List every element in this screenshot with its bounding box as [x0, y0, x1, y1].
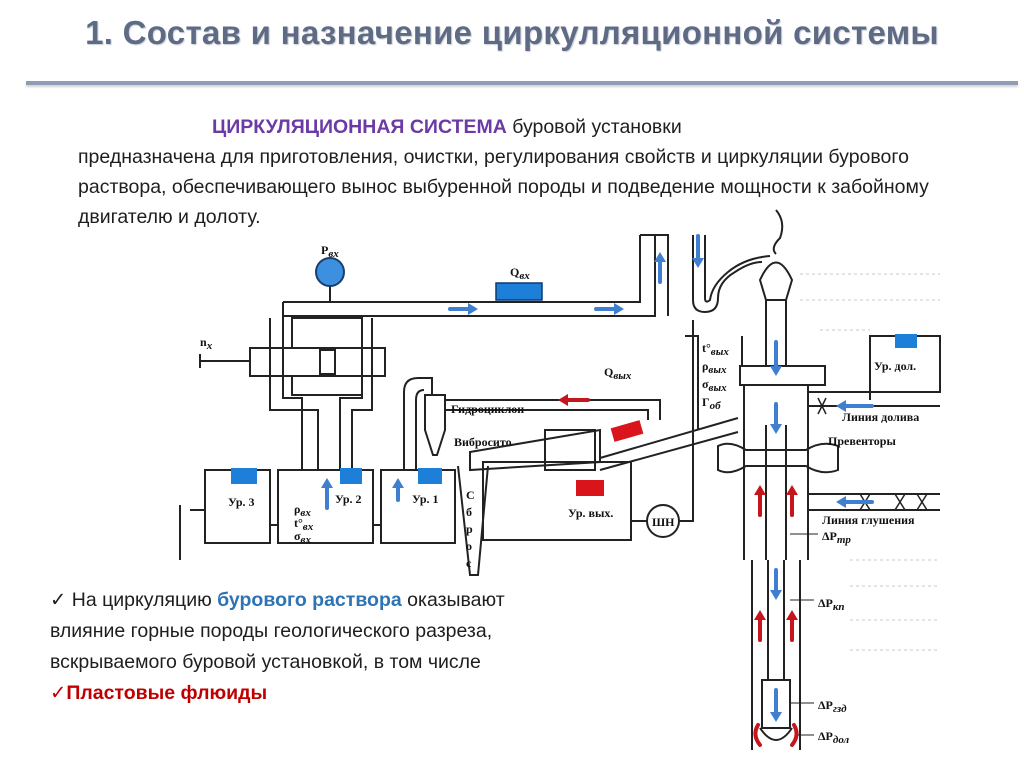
- slide-title: 1. Состав и назначение циркулляционной с…: [85, 14, 939, 51]
- highlight-term: бурового раствора: [217, 589, 402, 611]
- label-param-sigma: σвых: [702, 377, 727, 394]
- label-tank-sigma: σвх: [294, 529, 311, 546]
- label-dp-kp: ΔPкп: [818, 596, 845, 613]
- discharge-letter: р: [466, 522, 473, 536]
- pump-sh-line: [631, 320, 694, 522]
- gooseneck-inner: [704, 235, 771, 303]
- return-arrow: [790, 723, 799, 747]
- label-dp-dol: ΔPдол: [818, 729, 850, 746]
- label-preventers: Превенторы: [828, 434, 896, 448]
- hydrocyclone-feed-inner: [415, 389, 425, 470]
- open-hole: [751, 560, 801, 750]
- fluids-label: Пластовые флюиды: [66, 682, 268, 704]
- kill-line: [808, 493, 940, 511]
- discharge-letter: о: [466, 539, 472, 553]
- gooseneck: [692, 235, 763, 314]
- pump-right-duct: [339, 318, 373, 470]
- derrick-frame: [685, 335, 743, 430]
- bullet-item-fluids: ✓Пластовые флюиды: [50, 678, 610, 709]
- label-q-in: Qвх: [510, 265, 530, 282]
- label-tank-out: Ур. вых.: [568, 506, 613, 520]
- label-discharge: С б р о с: [466, 488, 475, 570]
- bullet-list: ✓ На циркуляцию бурового раствора оказыв…: [50, 585, 610, 709]
- tank-out: [482, 461, 632, 541]
- shaker-screen: [469, 428, 601, 472]
- pump-lower: [291, 375, 363, 396]
- bullet-line: влияние горные породы геологического раз…: [50, 620, 493, 642]
- conductor: [743, 385, 809, 560]
- flowmeter-out-marker: [610, 420, 644, 442]
- rotary-table: [739, 365, 826, 386]
- tank-links: [179, 505, 381, 560]
- label-param-gamma: Гоб: [702, 395, 721, 412]
- piston: [319, 349, 336, 375]
- label-fill-tank: Ур. дол.: [874, 359, 916, 373]
- definition-paragraph: ЦИРКУЛЯЦИОННАЯ СИСТЕМА буровой установки…: [78, 112, 978, 232]
- definition-lead-rest: буровой установки: [506, 116, 682, 138]
- pressure-gauge: [315, 257, 345, 287]
- return-arrow: [753, 723, 762, 747]
- title-divider: [26, 81, 1018, 85]
- hook: [772, 209, 784, 255]
- kelly: [765, 300, 787, 366]
- casing-inner: [765, 425, 787, 560]
- hydrocyclone-feed: [403, 377, 433, 470]
- definition-lead: ЦИРКУЛЯЦИОННАЯ СИСТЕМА буровой установки: [78, 112, 978, 142]
- label-kill-line: Линия глушения: [822, 513, 915, 527]
- discharge-line: [283, 235, 641, 303]
- label-dp-tr: ΔPтр: [822, 529, 851, 546]
- tank-2-marker: [340, 468, 362, 484]
- valve-fill: [817, 397, 827, 415]
- valve-kill-2: [894, 493, 906, 511]
- pump-left-duct: [269, 302, 319, 470]
- label-tank-2: Ур. 2: [335, 492, 362, 506]
- fill-tank-marker: [895, 334, 917, 348]
- label-tank-3: Ур. 3: [228, 495, 255, 509]
- discharge-letter: б: [466, 505, 472, 519]
- flowline: [599, 417, 739, 471]
- swivel: [758, 261, 794, 301]
- valve-kill-3: [916, 493, 928, 511]
- pump-cylinder: [249, 347, 386, 377]
- pump-body: [291, 317, 363, 349]
- tank-1-marker: [418, 468, 442, 484]
- bullet-line: вскрываемого буровой установкой, в том ч…: [50, 651, 481, 673]
- label-tank-1: Ур. 1: [412, 492, 439, 506]
- bullet-item: ✓ На циркуляцию бурового раствора оказыв…: [50, 589, 505, 611]
- downhole-motor: [761, 679, 791, 729]
- label-param-rho: ρвых: [702, 359, 727, 376]
- definition-term: ЦИРКУЛЯЦИОННАЯ СИСТЕМА: [212, 116, 507, 138]
- preventer-upper: [717, 442, 839, 474]
- discharge-letter: С: [466, 488, 475, 502]
- label-q-out: Qвых: [604, 365, 632, 382]
- label-shaker: Вибросито: [454, 435, 512, 449]
- label-dp-gzd: ΔPгзд: [818, 698, 847, 715]
- standpipe-left: [640, 234, 669, 316]
- tank-out-marker: [576, 480, 604, 496]
- flowmeter-in-marker: [495, 282, 543, 301]
- label-n: nх: [200, 335, 213, 352]
- label-fill-line: Линия долива: [842, 410, 919, 424]
- hydrocyclone-return: [445, 399, 661, 420]
- discharge-chute: [457, 465, 489, 576]
- label-hydrocyclone: Гидроциклон: [451, 402, 524, 416]
- hydrocyclone-body: [424, 394, 446, 456]
- definition-body: предназначена для приготовления, очистки…: [78, 146, 929, 228]
- check-icon: ✓: [50, 589, 67, 611]
- label-p-in: Рвх: [321, 243, 339, 260]
- label-param-t: t°вых: [702, 341, 729, 358]
- check-icon: ✓: [50, 682, 67, 704]
- bit: [759, 727, 793, 741]
- drill-pipe: [767, 560, 785, 680]
- shaker-box: [544, 429, 596, 471]
- tank-3-marker: [231, 468, 257, 484]
- fill-line: [808, 391, 940, 407]
- discharge-letter: с: [466, 556, 472, 570]
- label-tank-t: t°вх: [294, 516, 314, 533]
- label-tank-rho: ρвх: [294, 502, 311, 519]
- label-pump-sh: ШН: [652, 515, 675, 529]
